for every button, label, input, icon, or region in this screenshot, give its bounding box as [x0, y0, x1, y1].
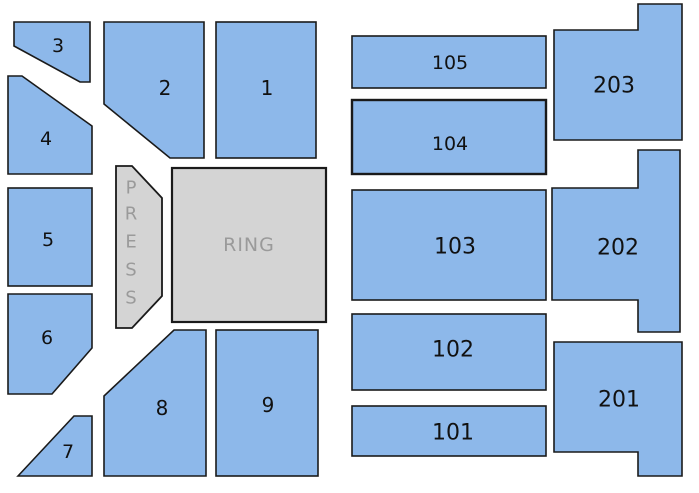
- section-8[interactable]: 8: [103, 329, 207, 477]
- section-5[interactable]: 5: [7, 187, 93, 287]
- press-letter-s2: S: [125, 288, 136, 309]
- section-201[interactable]: 201: [553, 341, 683, 477]
- ring-label: RING: [223, 234, 275, 256]
- section-6[interactable]: 6: [7, 293, 93, 395]
- section-104[interactable]: 104: [350, 98, 548, 176]
- section-105[interactable]: 105: [351, 35, 547, 89]
- section-102[interactable]: 102: [351, 313, 547, 391]
- press-letter-s1: S: [125, 260, 136, 281]
- section-103[interactable]: 103: [351, 189, 547, 301]
- section-4[interactable]: 4: [7, 75, 93, 175]
- press-box: P R E S S: [115, 165, 163, 329]
- section-1[interactable]: 1: [215, 21, 317, 159]
- section-3[interactable]: 3: [13, 21, 91, 83]
- section-101[interactable]: 101: [351, 405, 547, 457]
- section-203[interactable]: 203: [553, 3, 683, 141]
- press-letter-r: R: [125, 204, 138, 225]
- section-2[interactable]: 2: [103, 21, 205, 159]
- section-7[interactable]: 7: [16, 415, 93, 477]
- ring: RING: [170, 166, 328, 324]
- section-9[interactable]: 9: [215, 329, 319, 477]
- press-letter-e: E: [125, 232, 136, 253]
- section-202[interactable]: 202: [551, 149, 681, 333]
- press-letter-p: P: [126, 178, 137, 199]
